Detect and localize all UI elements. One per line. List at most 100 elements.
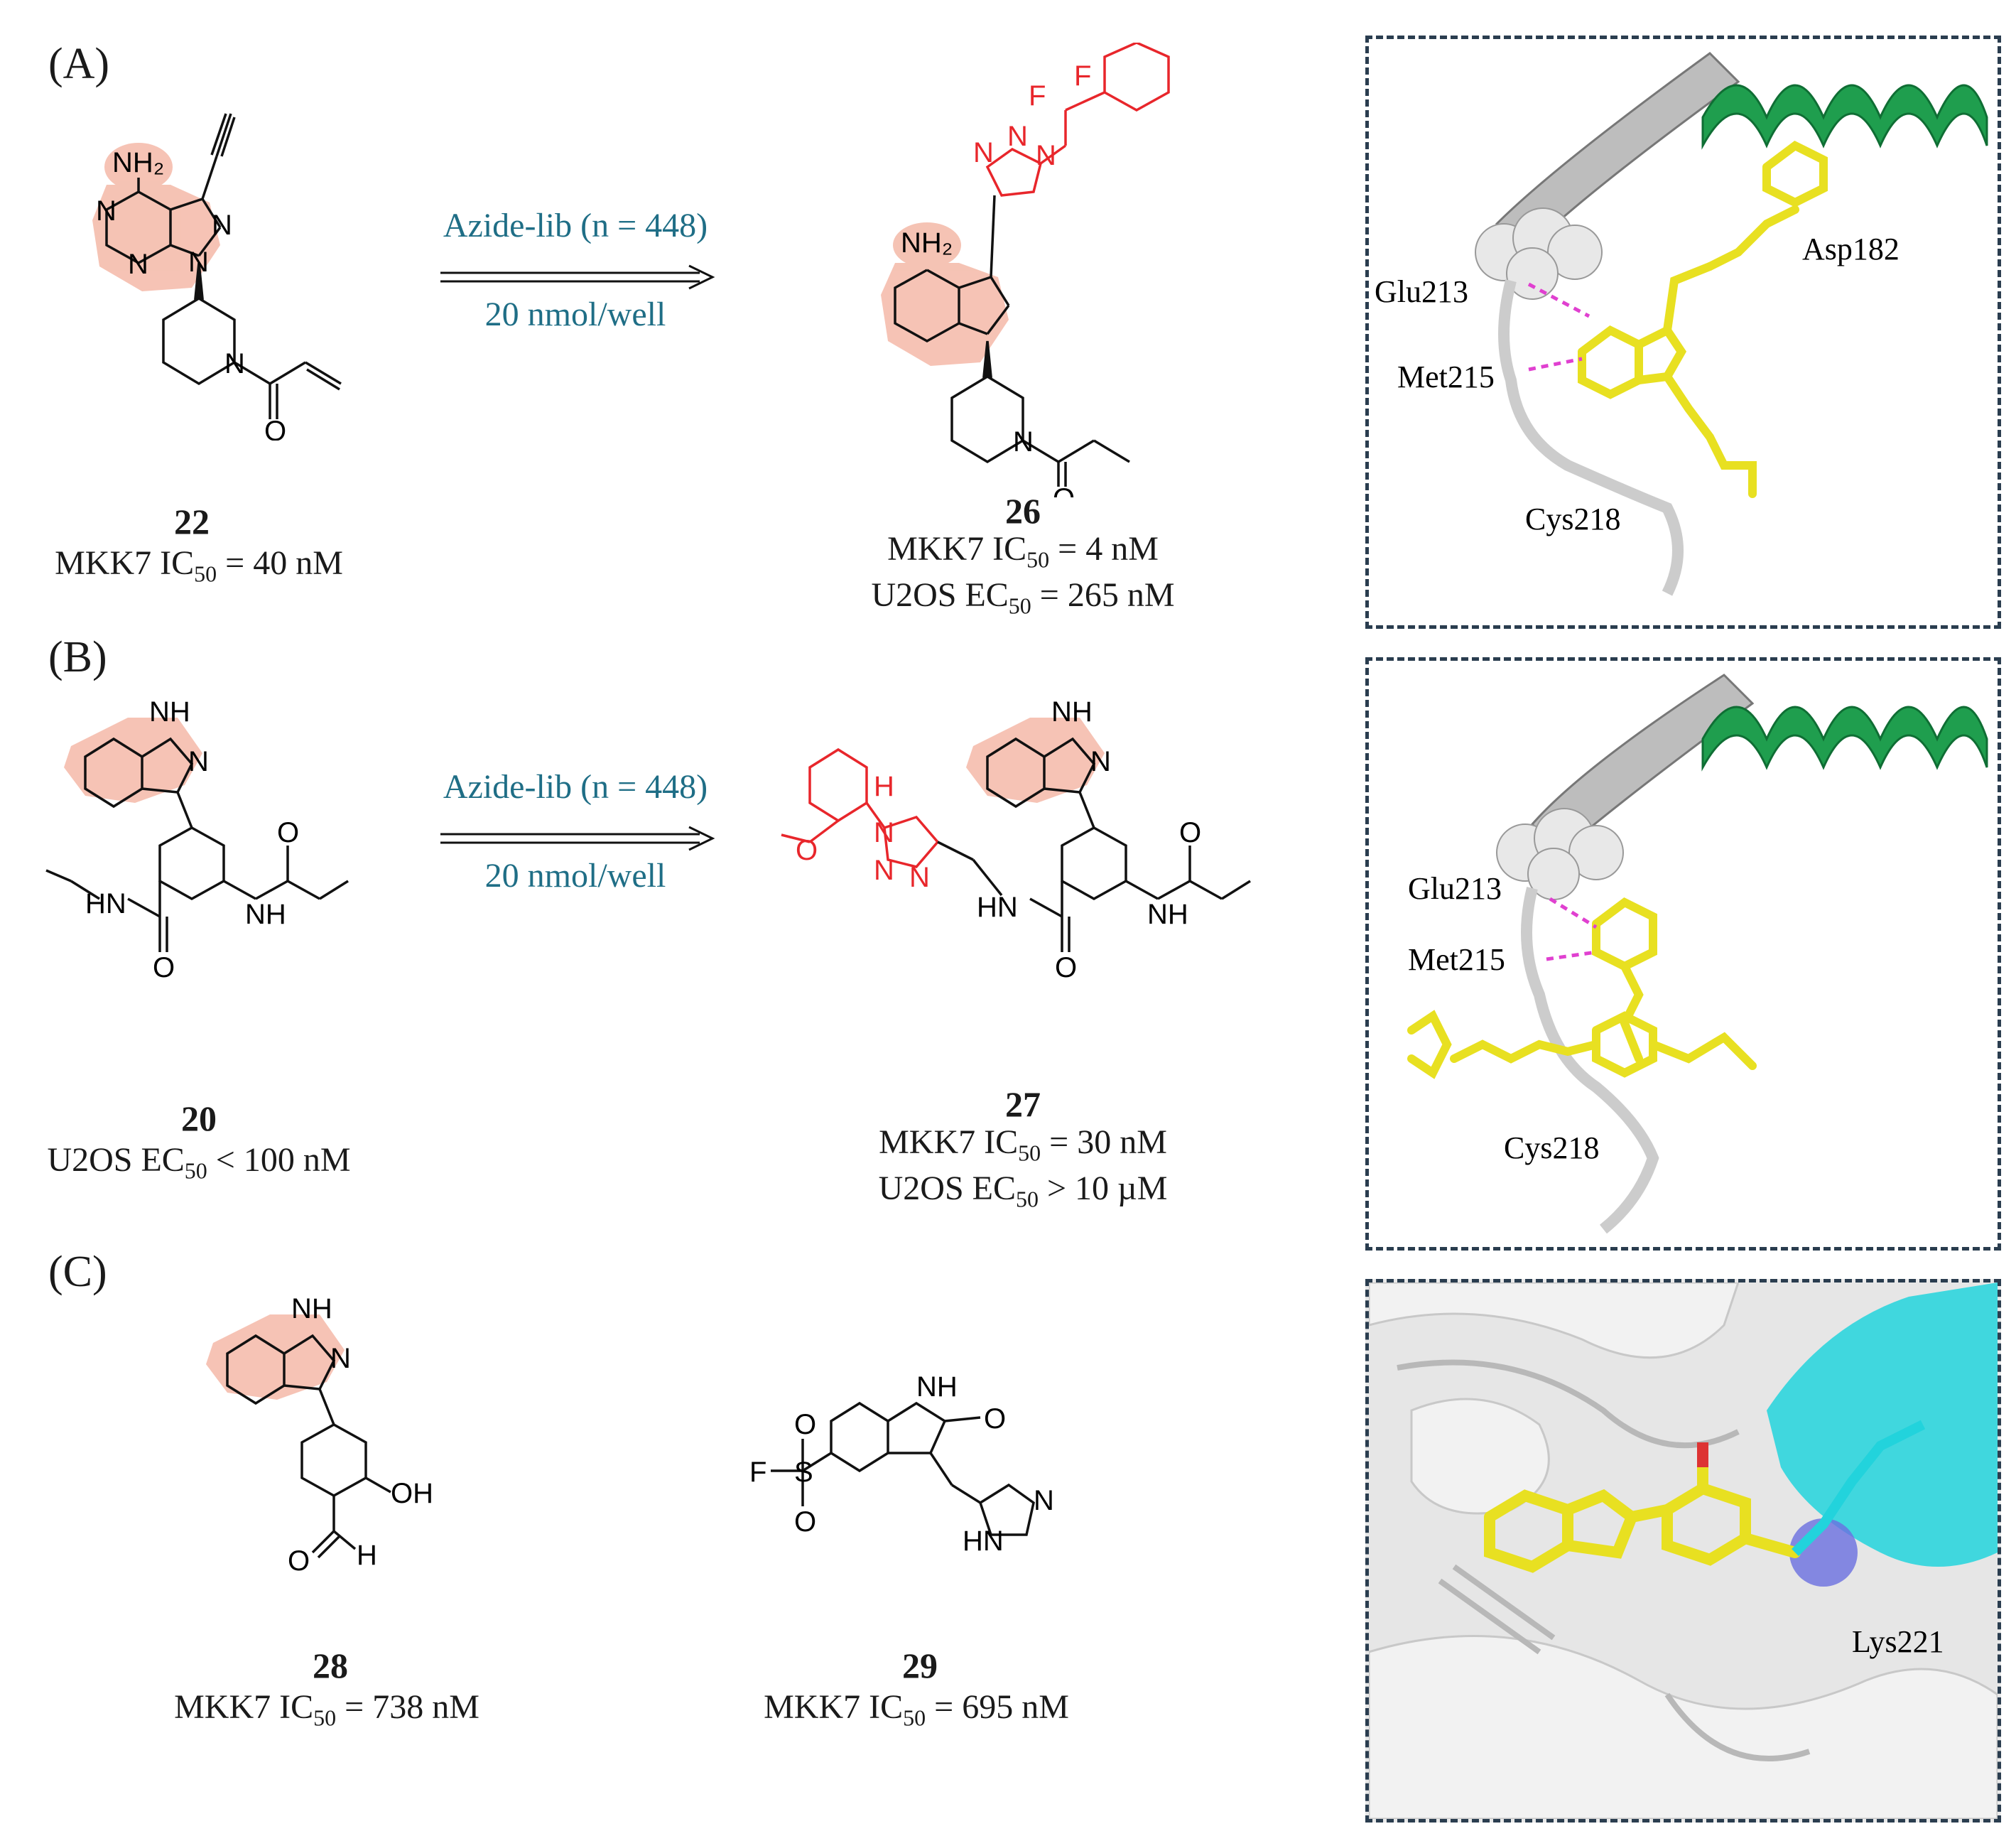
atom-o: O <box>794 1506 816 1538</box>
compound-id-28: 28 <box>313 1646 348 1685</box>
activity-22: MKK7 IC50 = 40 nM <box>55 544 343 587</box>
gatekeeper-spheres <box>1475 207 1603 300</box>
compound-id-20: 20 <box>181 1098 217 1138</box>
atom-n: N <box>128 249 148 280</box>
residue-asp182: Asp182 <box>1802 232 1900 266</box>
atom-h: H <box>357 1540 377 1571</box>
residue-met215: Met215 <box>1408 942 1505 977</box>
compound-26-structure: NH₂ F F N N N N O <box>881 43 1170 497</box>
atom-hn: HN <box>963 1526 1004 1557</box>
lysine-sidechain <box>1792 1420 1926 1556</box>
atom-n: N <box>973 137 994 168</box>
atom-o: O <box>153 952 175 983</box>
atom-o: O <box>277 817 299 848</box>
atom-n: N <box>212 210 232 241</box>
activity-26-u2os: U2OS EC50 = 265 nM <box>871 576 1175 619</box>
atom-n: N <box>1013 426 1034 458</box>
atom-nh: NH <box>245 899 286 930</box>
hinge-binder-highlight <box>92 143 220 291</box>
helix-b <box>1701 706 1988 772</box>
atom-n: N <box>188 247 209 278</box>
residue-cys218: Cys218 <box>1504 1130 1599 1165</box>
activity-27-u2os: U2OS EC50 > 10 µM <box>878 1170 1168 1212</box>
residue-met215: Met215 <box>1397 360 1495 394</box>
atom-o: O <box>984 1403 1006 1435</box>
activity-26-mkk7: MKK7 IC50 = 4 nM <box>887 530 1159 573</box>
residue-glu213: Glu213 <box>1375 274 1468 309</box>
atom-nh: NH <box>916 1371 958 1403</box>
reaction-arrow-b <box>440 826 715 851</box>
atom-o: O <box>264 416 286 441</box>
ligand-27 <box>1407 897 1757 1079</box>
indazole-highlight <box>966 718 1105 803</box>
atom-nh: NH <box>149 696 190 728</box>
arrow-label-top-a: Azide-lib (n = 448) <box>443 207 708 244</box>
atom-h: H <box>874 771 894 802</box>
atom-n: N <box>188 746 209 777</box>
atom-n: N <box>1007 121 1028 152</box>
cyclohexyl-triazole-modification <box>781 747 940 868</box>
atom-s: S <box>794 1457 813 1488</box>
activity-20: U2OS EC50 < 100 nM <box>47 1141 351 1184</box>
atom-n: N <box>224 348 245 379</box>
residue-cys218: Cys218 <box>1525 502 1620 536</box>
activity-29: MKK7 IC50 = 695 nM <box>764 1688 1069 1731</box>
docking-box-b: Glu213 Met215 Cys218 <box>1365 657 2001 1251</box>
atom-nh2: NH₂ <box>112 147 164 178</box>
reaction-arrow-a <box>440 264 715 290</box>
ligand-28 <box>1484 1447 1801 1573</box>
compound-20-structure: NH N NH O HN O <box>45 696 349 983</box>
atom-n: N <box>1090 746 1111 777</box>
atom-f: F <box>1029 80 1046 112</box>
atom-o: O <box>1055 952 1077 983</box>
gatekeeper-spheres <box>1496 808 1624 900</box>
atom-nh: NH <box>1147 899 1188 930</box>
atom-nh: NH <box>291 1293 332 1324</box>
atom-n: N <box>874 817 894 848</box>
atom-o: O <box>288 1545 310 1577</box>
indazole-highlight <box>206 1314 345 1400</box>
compound-id-22: 22 <box>174 502 210 541</box>
activity-28: MKK7 IC50 = 738 nM <box>174 1688 479 1731</box>
compound-id-29: 29 <box>902 1646 938 1685</box>
atom-o: O <box>1053 483 1075 497</box>
arrow-label-bottom-b: 20 nmol/well <box>484 857 666 895</box>
docking-box-a: Asp182 Glu213 Met215 Cys218 <box>1365 36 2001 629</box>
cyan-surface <box>1767 1282 1998 1567</box>
indazole-highlight <box>64 718 202 803</box>
compound-22-structure: NH₂ N N N N N O <box>92 113 342 441</box>
protein-surface <box>1369 1282 1998 1819</box>
atom-n: N <box>874 855 894 886</box>
residue-lys221: Lys221 <box>1852 1624 1944 1659</box>
atom-o: O <box>1179 817 1201 848</box>
compound-27-structure: H O N N N NH N NH O HN O <box>781 696 1251 983</box>
atom-hn: HN <box>85 888 126 919</box>
atom-n: N <box>96 195 116 227</box>
residue-glu213: Glu213 <box>1408 871 1502 906</box>
atom-n: N <box>909 862 930 893</box>
backbone-ribbons <box>1397 1359 1811 1761</box>
hbond-lines <box>1527 282 1590 372</box>
compound-28-structure: NH N OH O H <box>206 1293 433 1577</box>
atom-o: O <box>794 1409 816 1440</box>
atom-f: F <box>749 1457 766 1488</box>
atom-n: N <box>1036 140 1056 171</box>
atom-n: N <box>330 1343 351 1374</box>
atom-f: F <box>1074 60 1091 92</box>
compound-id-27: 27 <box>1005 1084 1041 1124</box>
compound-id-26: 26 <box>1005 491 1041 531</box>
compound-29-structure: NH O N HN S O O F <box>749 1371 1054 1557</box>
atom-oh: OH <box>391 1478 433 1509</box>
hbond-lines <box>1546 897 1598 961</box>
hinge-binder-highlight <box>881 222 1009 366</box>
atom-hn: HN <box>977 892 1018 923</box>
arrow-label-bottom-a: 20 nmol/well <box>484 296 666 333</box>
ligand-26 <box>1578 140 1828 498</box>
atom-nh: NH <box>1051 696 1093 728</box>
panel-label-b: (B) <box>48 633 107 681</box>
triazole-modification <box>985 43 1170 197</box>
helix-a <box>1701 84 1988 150</box>
atom-nh2: NH₂ <box>901 227 953 259</box>
arrow-label-top-b: Azide-lib (n = 448) <box>443 768 708 806</box>
activity-27-mkk7: MKK7 IC50 = 30 nM <box>879 1123 1167 1166</box>
